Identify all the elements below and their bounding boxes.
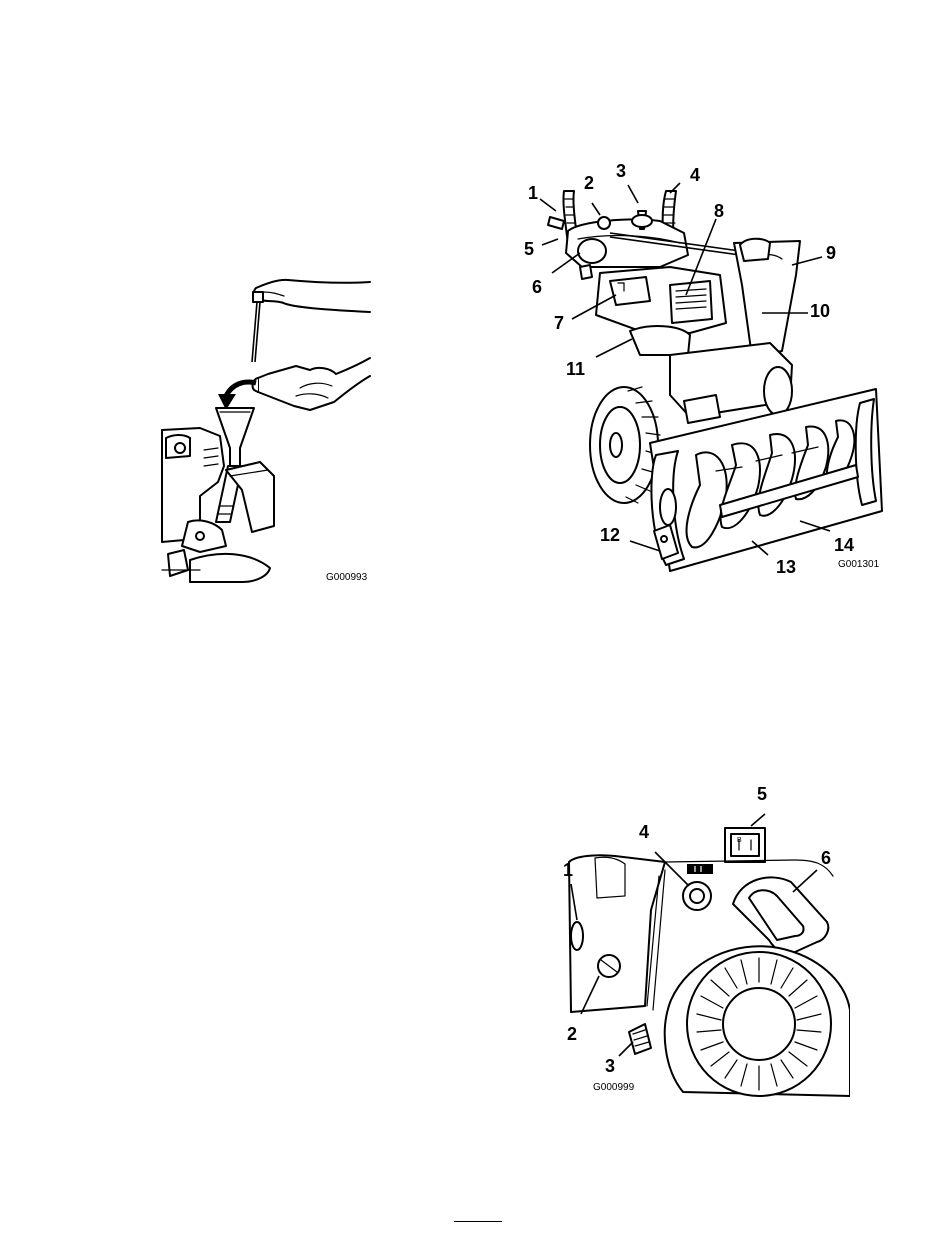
snowthrower-callout-2: 2 [584,173,594,193]
engine-figure: B 1 2 3 4 5 [555,780,850,1100]
svg-text:B: B [737,837,742,844]
snowthrower-callout-1: 1 [528,183,538,203]
snowthrower-callout-6: 6 [532,277,542,297]
engine-callout-5: 5 [757,784,767,804]
snowthrower-figure: 1 2 3 4 5 6 7 8 9 10 11 12 13 14 G001301 [520,155,900,585]
engine-callout-1: 1 [563,860,573,880]
footer-rule [454,1221,502,1222]
engine-callout-2: 2 [567,1024,577,1044]
engine-figure-code: G000999 [593,1082,635,1093]
snowthrower-callout-9: 9 [826,243,836,263]
engine-illustration: B 1 2 3 4 5 [555,780,850,1100]
oil-fill-figure: G000993 [160,270,380,590]
snowthrower-callout-7: 7 [554,313,564,333]
snowthrower-figure-code: G001301 [838,559,880,570]
snowthrower-callout-3: 3 [616,161,626,181]
snowthrower-illustration: 1 2 3 4 5 6 7 8 9 10 11 12 13 14 G001301 [520,155,900,585]
snowthrower-callout-4: 4 [690,165,700,185]
snowthrower-callout-5: 5 [524,239,534,259]
snowthrower-callout-12: 12 [600,525,620,545]
snowthrower-callout-11: 11 [566,359,585,379]
engine-callout-4: 4 [639,822,649,842]
snowthrower-callout-8: 8 [714,201,724,221]
oil-fill-illustration: G000993 [160,270,380,590]
oil-figure-code: G000993 [326,572,368,583]
engine-callout-6: 6 [821,848,831,868]
snowthrower-callout-13: 13 [776,557,796,577]
snowthrower-callout-14: 14 [834,535,854,555]
engine-callout-3: 3 [605,1056,615,1076]
snowthrower-callout-10: 10 [810,301,830,321]
